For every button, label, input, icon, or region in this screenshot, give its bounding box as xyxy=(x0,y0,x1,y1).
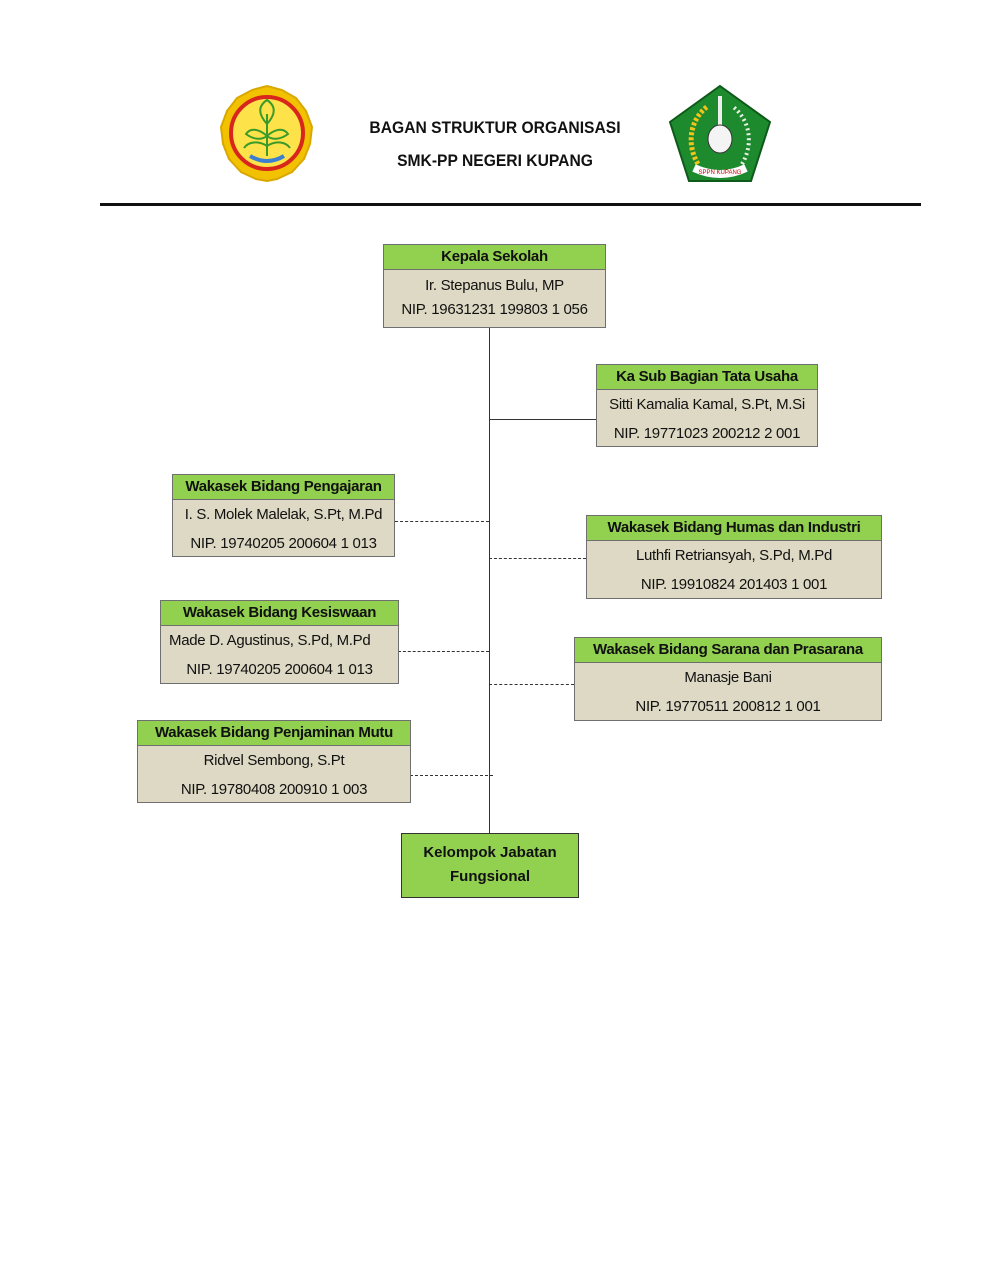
box-name: Manasje Bani xyxy=(684,669,772,686)
main-connector xyxy=(489,327,490,833)
box-nip: NIP. 19910824 201403 1 001 xyxy=(640,576,828,593)
box-humas: Wakasek Bidang Humas dan Industri Luthfi… xyxy=(586,515,882,599)
box-title: Kepala Sekolah xyxy=(384,245,605,270)
box-name: Ir. Stepanus Bulu, MP xyxy=(425,277,564,294)
box-title: Ka Sub Bagian Tata Usaha xyxy=(597,365,817,390)
connector-pengajaran xyxy=(395,521,489,522)
fungsional-line2: Fungsional xyxy=(450,868,530,885)
box-title: Wakasek Bidang Humas dan Industri xyxy=(587,516,881,541)
box-tata-usaha: Ka Sub Bagian Tata Usaha Sitti Kamalia K… xyxy=(596,364,818,447)
box-nip: NIP. 19631231 199803 1 056 xyxy=(401,301,588,318)
school-logo: SPPN KUPANG xyxy=(668,84,772,182)
box-title: Wakasek Bidang Pengajaran xyxy=(173,475,394,500)
header-divider xyxy=(100,203,921,206)
connector-tata-usaha xyxy=(489,419,596,420)
box-kelompok-fungsional: Kelompok Jabatan Fungsional xyxy=(401,833,579,898)
box-name: Luthfi Retriansyah, S.Pd, M.Pd xyxy=(635,547,833,564)
box-nip: NIP. 19740205 200604 1 013 xyxy=(186,661,373,678)
box-nip: NIP. 19770511 200812 1 001 xyxy=(635,698,821,715)
box-nip: NIP. 19740205 200604 1 013 xyxy=(190,535,377,552)
ministry-logo xyxy=(220,84,314,182)
logo-text: SPPN KUPANG xyxy=(699,170,742,176)
connector-kesiswaan xyxy=(398,651,489,652)
connector-humas xyxy=(489,558,586,559)
school-name: SMK-PP NEGERI KUPANG xyxy=(397,151,593,170)
connector-mutu xyxy=(410,775,493,776)
box-title: Wakasek Bidang Kesiswaan xyxy=(161,601,398,626)
box-nip: NIP. 19780408 200910 1 003 xyxy=(180,781,368,798)
connector-sarana xyxy=(489,684,574,685)
box-title: Wakasek Bidang Penjaminan Mutu xyxy=(138,721,410,746)
box-nip: NIP. 19771023 200212 2 001 xyxy=(613,425,801,442)
box-sarana: Wakasek Bidang Sarana dan Prasarana Mana… xyxy=(574,637,882,721)
box-pengajaran: Wakasek Bidang Pengajaran I. S. Molek Ma… xyxy=(172,474,395,557)
box-title: Wakasek Bidang Sarana dan Prasarana xyxy=(575,638,881,663)
box-kepala-sekolah: Kepala Sekolah Ir. Stepanus Bulu, MP NIP… xyxy=(383,244,606,328)
document-title: BAGAN STRUKTUR ORGANISASI xyxy=(369,118,621,137)
box-name: Made D. Agustinus, S.Pd, M.Pd xyxy=(169,632,371,649)
box-name: I. S. Molek Malelak, S.Pt, M.Pd xyxy=(184,506,383,523)
box-penjaminan-mutu: Wakasek Bidang Penjaminan Mutu Ridvel Se… xyxy=(137,720,411,803)
fungsional-line1: Kelompok Jabatan xyxy=(423,844,557,861)
box-name: Ridvel Sembong, S.Pt xyxy=(203,752,345,769)
box-name: Sitti Kamalia Kamal, S.Pt, M.Si xyxy=(609,396,805,413)
box-kesiswaan: Wakasek Bidang Kesiswaan Made D. Agustin… xyxy=(160,600,399,684)
